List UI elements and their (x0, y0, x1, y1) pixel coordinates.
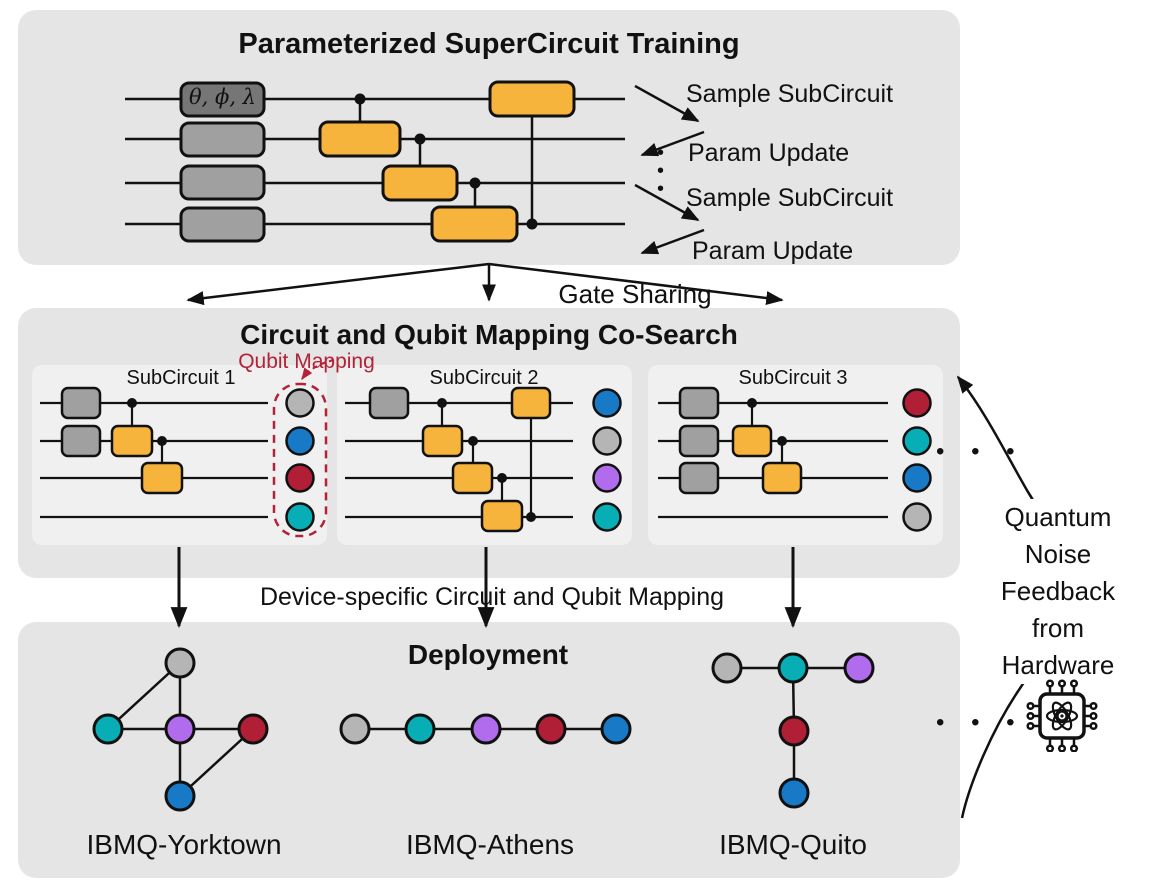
device-label-quito: IBMQ-Quito (719, 829, 867, 860)
subcircuit1-title: SubCircuit 1 (126, 367, 236, 389)
quantum-chip-icon (1026, 676, 1098, 752)
noise-feedback-label: Quantum Noise Feedback from Hardware (974, 499, 1142, 684)
param-update-label: Param Update (692, 237, 854, 265)
device-mapping-label: Device-specific Circuit and Qubit Mappin… (259, 583, 725, 611)
device-label-yorktown: IBMQ-Yorktown (86, 829, 282, 860)
deployment-title: Deployment (407, 639, 569, 670)
subcircuit1-card (32, 365, 327, 545)
subcircuit2-card (337, 365, 632, 545)
subcircuit3-card (648, 365, 943, 545)
subcircuit2-title: SubCircuit 2 (429, 367, 539, 389)
device-label-athens: IBMQ-Athens (405, 829, 575, 860)
devices-ellipsis: • • • (936, 709, 1025, 736)
subcircuit3-title: SubCircuit 3 (738, 367, 848, 389)
cosearch-title: Circuit and Qubit Mapping Co-Search (240, 319, 738, 350)
sample-subcircuit-label: Sample SubCircuit (686, 184, 894, 212)
gate-sharing-label: Gate Sharing (558, 279, 712, 309)
subcircuits-ellipsis: • • • (936, 438, 1025, 465)
supercircuit-title: Parameterized SuperCircuit Training (238, 28, 740, 60)
param-gate-label: θ, ϕ, λ (189, 85, 256, 109)
param-update-label: Param Update (688, 139, 850, 167)
sample-subcircuit-label: Sample SubCircuit (686, 80, 894, 108)
vertical-ellipsis: • • • (657, 142, 665, 200)
